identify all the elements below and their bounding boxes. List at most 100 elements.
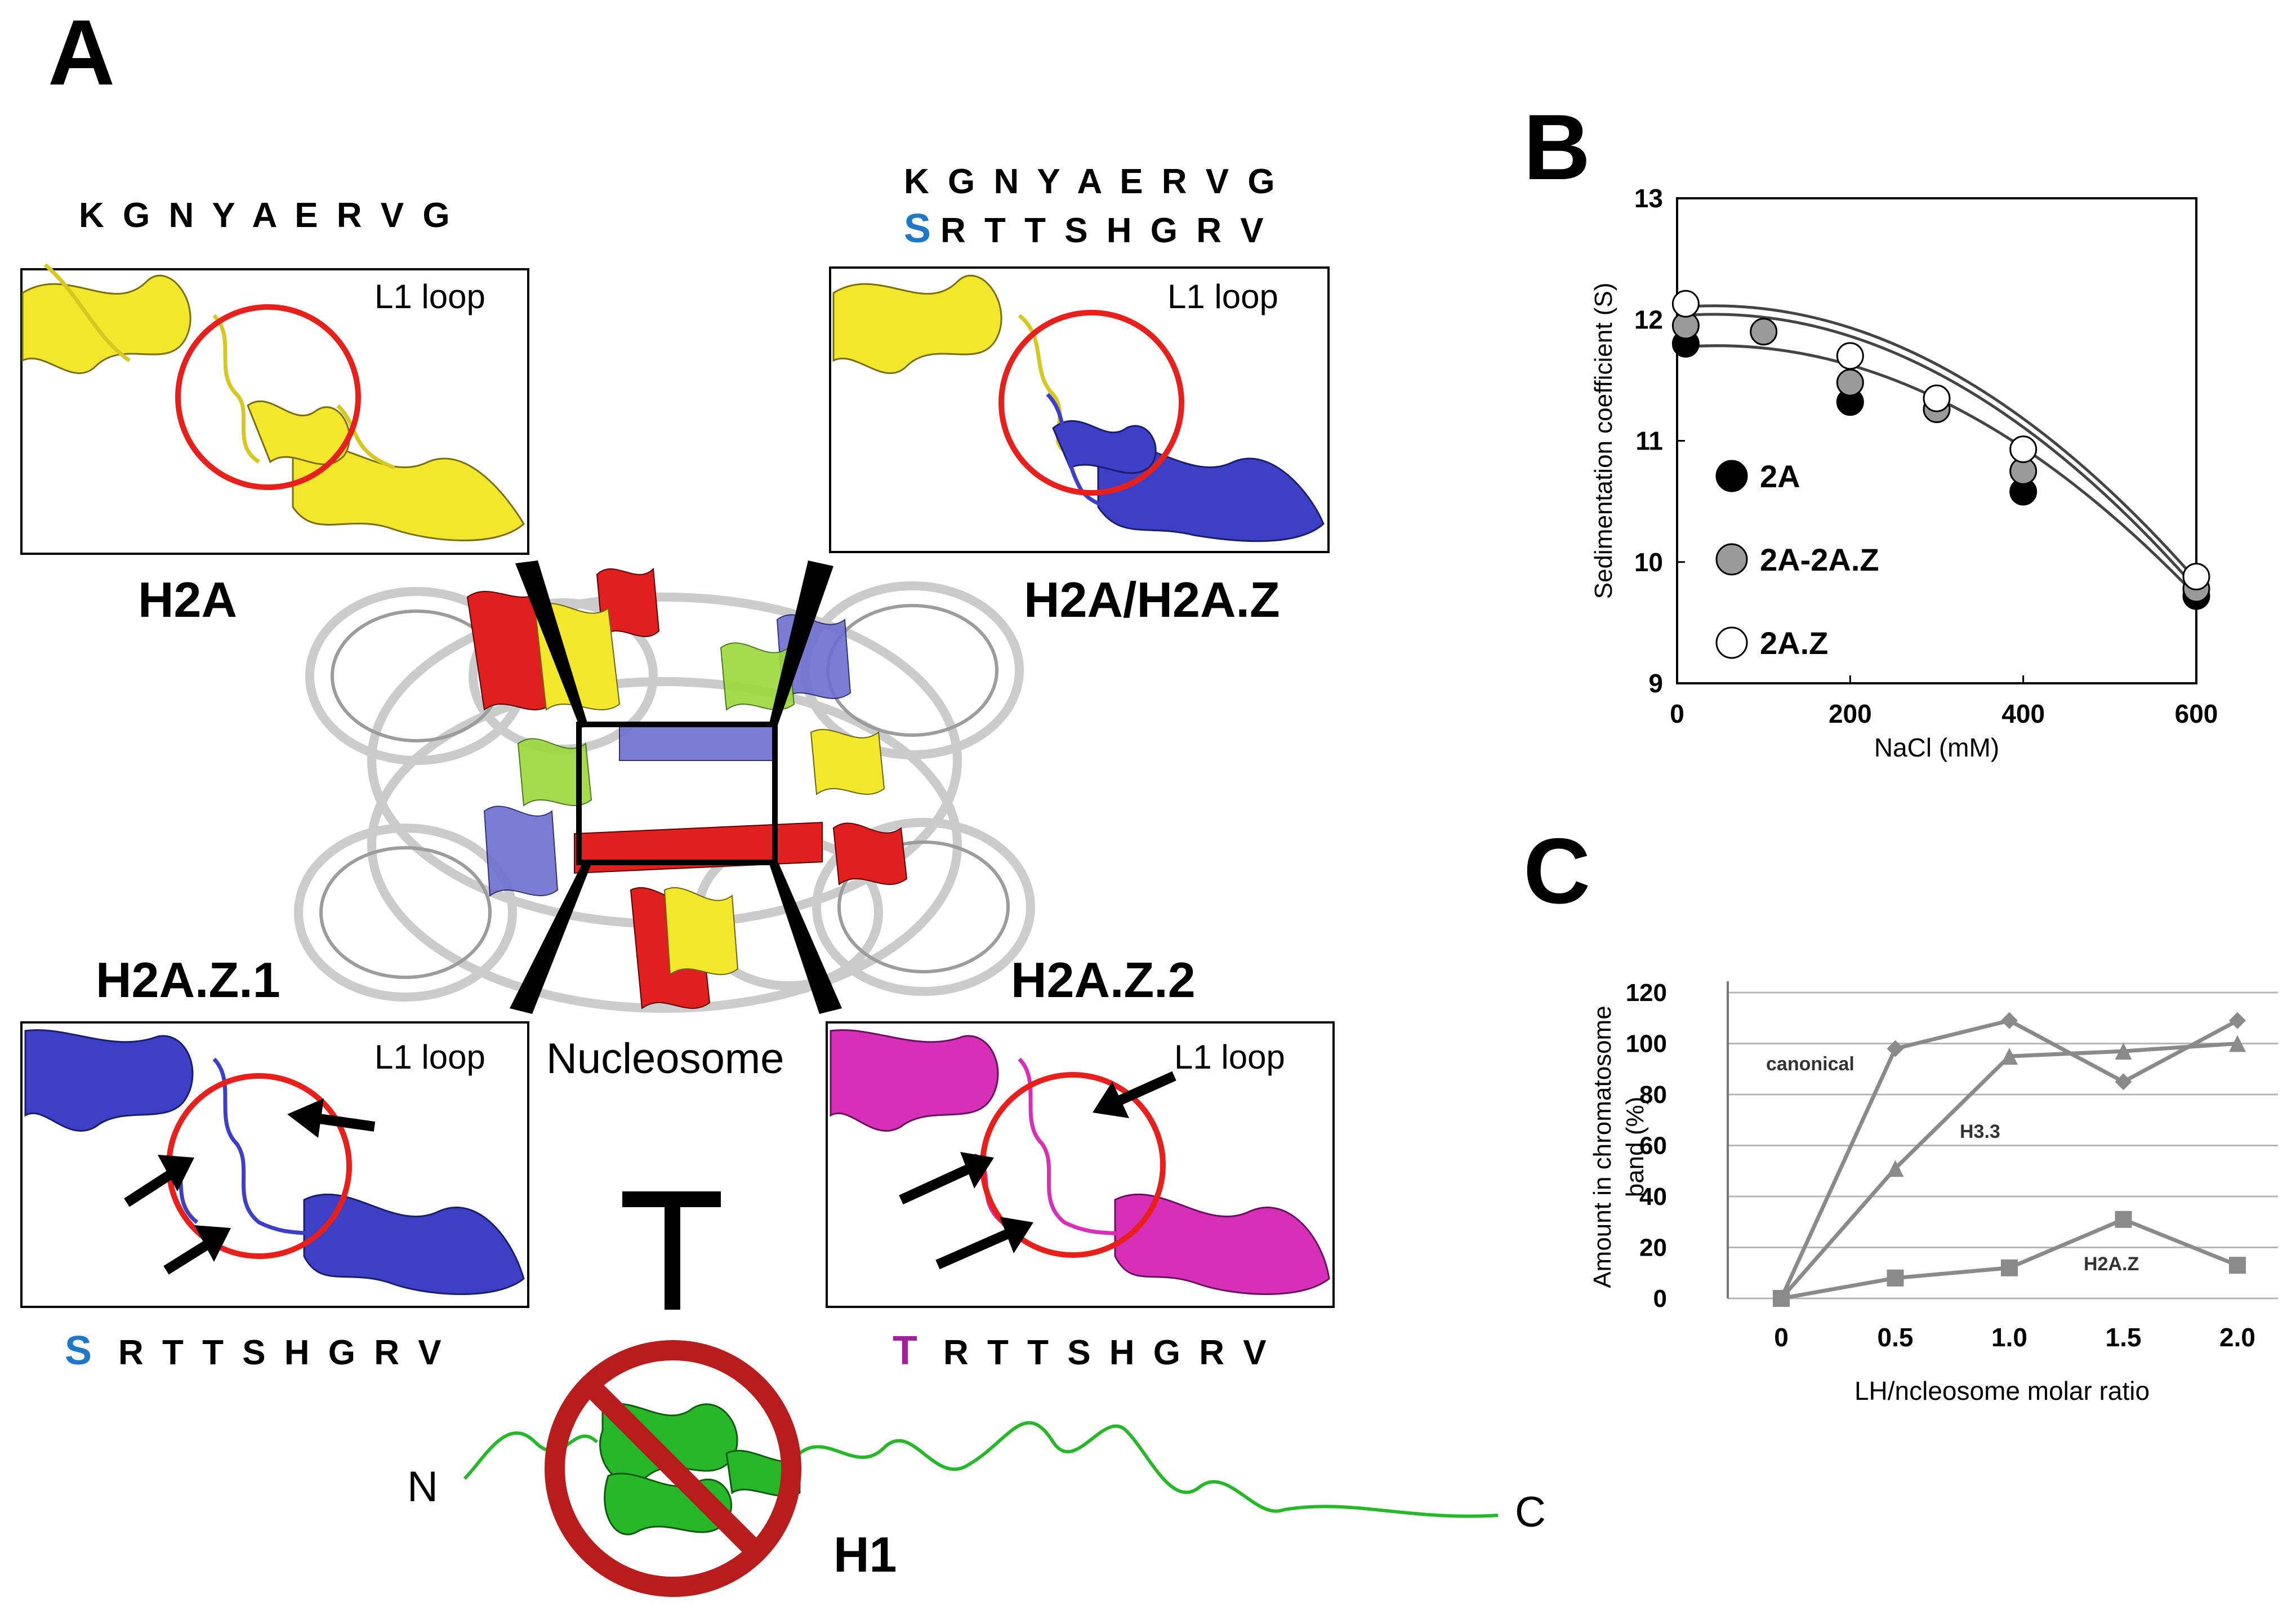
- h1-linker-histone: [463, 1340, 1499, 1597]
- chart-b-y-tick-label: 9: [1648, 669, 1663, 698]
- h2az2-name: H2A.Z.2: [1011, 952, 1196, 1008]
- chart-c-series-label: canonical: [1766, 1053, 1854, 1075]
- chart-c-series-label: H2A.Z: [2084, 1253, 2139, 1275]
- chart-b-x-tick-label: 0: [1670, 699, 1684, 728]
- chart-b-legend-marker: [1715, 543, 1748, 576]
- chromatosome-chart: 0 20 40 60 80 100 120 0 0.5 1.0 1.5 2.0LH/ncleosome…: [1589, 979, 2278, 1405]
- h2az1-arrows: [124, 1098, 376, 1275]
- chart-b-point-2a-2a-z: [1750, 318, 1778, 346]
- nucleosome-structure: [294, 567, 1035, 1013]
- chart-c-point-h3-3: [2115, 1043, 2132, 1060]
- chart-b-legend-label: 2A-2A.Z: [1760, 542, 1879, 577]
- chart-b-x-tick-label: 200: [1829, 699, 1872, 728]
- chart-b-point-2a-z: [2009, 435, 2038, 464]
- chart-c-x-tick-label: 0.5: [1878, 1323, 1914, 1352]
- chart-b-y-tick-label: 10: [1634, 548, 1663, 577]
- chart-c-point-canonical: [1887, 1040, 1904, 1057]
- panel-c-letter: C: [1523, 819, 1590, 923]
- chart-b-y-tick-label: 11: [1635, 426, 1663, 456]
- chart-b-legend-label: 2A.Z: [1760, 625, 1828, 661]
- chart-b-legend-marker: [1715, 626, 1748, 659]
- chart-c-y-tick-label: 0: [1653, 1285, 1667, 1313]
- chart-b-point-2a-z: [1836, 342, 1864, 370]
- h2a-h2az-structure-panel: L1 loop: [829, 266, 1330, 553]
- chart-b-y-tick-label: 12: [1634, 305, 1663, 334]
- h2a-loop-circle: [175, 304, 361, 490]
- chart-b-legend-label: 2A: [1760, 459, 1800, 494]
- chart-c-series-label: H3.3: [1960, 1121, 2000, 1142]
- chart-b-fit-line: [1677, 313, 2197, 590]
- h2az2-sequence-first: T: [893, 1328, 917, 1373]
- chart-c-point-h3-3: [2229, 1035, 2246, 1052]
- chart-c-y-tick-label: 20: [1639, 1234, 1667, 1262]
- h2az1-name: H2A.Z.1: [96, 952, 280, 1008]
- h2a-sequence: K G N Y A E R V G: [79, 196, 454, 235]
- h2a-name: H2A: [138, 572, 237, 628]
- chart-c-y-tick-label: 100: [1626, 1030, 1667, 1058]
- h2a-h2az-loop-label: L1 loop: [1167, 278, 1278, 315]
- chart-b-y-tick-label: 13: [1634, 184, 1663, 213]
- chart-b-point-2a-z: [1671, 290, 1700, 318]
- h2a-h2az-name: H2A/H2A.Z: [1024, 572, 1280, 628]
- h1-name: H1: [833, 1527, 897, 1582]
- chart-b-legend-marker: [1715, 460, 1748, 492]
- chart-b-fit-line: [1677, 304, 2197, 581]
- chart-c-line-h2a-z: [1781, 1217, 2239, 1301]
- chart-b-x-tick-label: 400: [2001, 699, 2045, 728]
- chart-b-y-axis-label: Sedimentation coefficient (S): [1590, 283, 1617, 599]
- chart-c-point-h2a-z: [2001, 1259, 2018, 1276]
- chart-b-x-axis-label: NaCl (mM): [1874, 733, 1999, 762]
- chart-c-y-tick-label: 40: [1639, 1183, 1667, 1211]
- h2az2-sequence-rest: R T T S H G R V: [943, 1333, 1271, 1372]
- no-sign-slash: [583, 1378, 763, 1559]
- h2az2-arrows: [899, 1071, 1176, 1270]
- inhibition-bar: [622, 1191, 721, 1310]
- h2a-h2az-loop-circle: [998, 310, 1184, 496]
- h2a-h2az-sequence-2-rest: R T T S H G R V: [940, 211, 1268, 250]
- h2a-structure-panel: L1 loop: [20, 263, 529, 555]
- chart-c-point-h2a-z: [2229, 1257, 2246, 1274]
- chart-b-frame: [1676, 197, 2197, 684]
- chart-b-point-2a-2a-z: [1836, 368, 1864, 397]
- panel-a-letter: A: [48, 1, 115, 104]
- connector-wedges: [510, 560, 842, 1014]
- nucleosome-inset-box: [576, 722, 778, 865]
- chart-c-point-canonical: [2229, 1012, 2246, 1029]
- chart-c-point-h2a-z: [1887, 1269, 1904, 1287]
- chart-c-x-tick-label: 1.0: [1991, 1323, 2027, 1352]
- panel-b-letter: B: [1523, 95, 1590, 199]
- chart-c-y-tick-label: 120: [1626, 979, 1667, 1007]
- chart-c-x-axis-label: LH/ncleosome molar ratio: [1854, 1376, 2150, 1405]
- h2az1-sequence-rest: R T T S H G R V: [118, 1333, 446, 1372]
- chart-b-point-2a-z: [2182, 563, 2210, 591]
- h2az1-sequence-first: S: [65, 1328, 92, 1373]
- chart-b-fit-line: [1677, 344, 2197, 597]
- h2a-h2az-sequence-2-first: S: [904, 206, 931, 251]
- nucleosome-label: Nucleosome: [546, 1035, 784, 1083]
- h1-c-terminus: C: [1515, 1488, 1546, 1536]
- chart-c-point-h3-3: [2001, 1048, 2018, 1065]
- chart-b-point-2a-z: [1923, 384, 1951, 412]
- h2az1-structure-panel: L1 loop: [20, 1021, 529, 1308]
- h2az1-loop-label: L1 loop: [375, 1038, 485, 1076]
- chart-c-y-tick-label: 80: [1639, 1081, 1667, 1109]
- h2az2-structure-panel: L1 loop: [826, 1021, 1335, 1308]
- chart-c-point-h2a-z: [2115, 1211, 2132, 1228]
- chart-c-point-canonical: [2001, 1012, 2018, 1029]
- h2az2-loop-label: L1 loop: [1174, 1038, 1285, 1076]
- h2a-h2az-sequence-1: K G N Y A E R V G: [904, 162, 1279, 201]
- chart-c-x-tick-label: 1.5: [2106, 1323, 2142, 1352]
- h2a-loop-label: L1 loop: [375, 278, 485, 315]
- no-sign-circle: [545, 1340, 801, 1597]
- chart-b-x-tick-label: 600: [2175, 699, 2218, 728]
- chart-c-x-tick-label: 0: [1774, 1323, 1789, 1352]
- chart-c-x-tick-label: 2.0: [2219, 1323, 2255, 1352]
- chart-c-point-h2a-z: [1773, 1290, 1790, 1307]
- h2a-helix-ribbon: [21, 274, 525, 541]
- chart-c-y-tick-label: 60: [1639, 1132, 1667, 1160]
- h1-n-terminus: N: [407, 1463, 438, 1511]
- chart-c-point-h3-3: [1887, 1160, 1904, 1177]
